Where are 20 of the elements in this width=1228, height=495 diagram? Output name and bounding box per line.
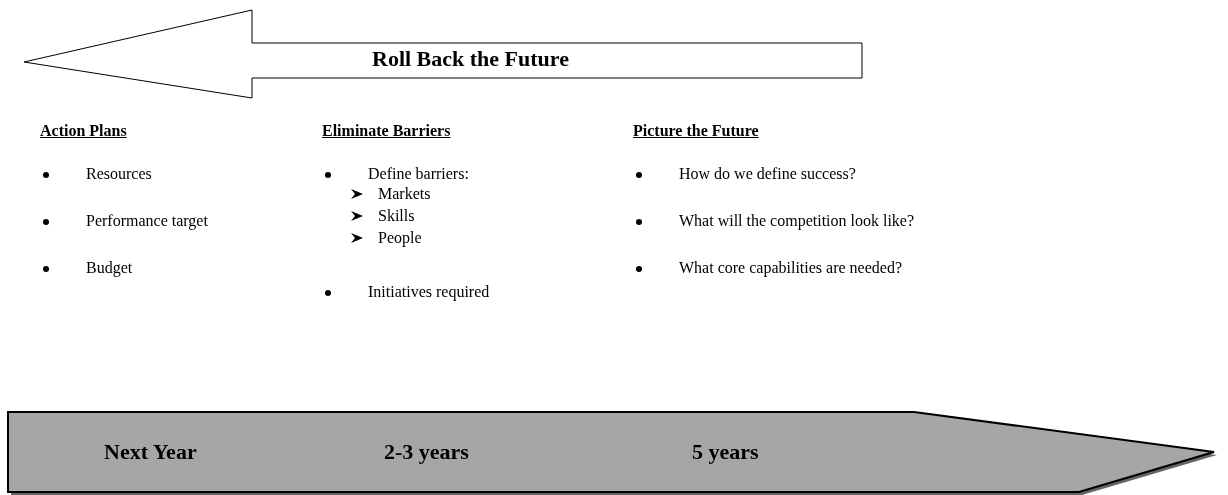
list-item: What will the competition look like? xyxy=(679,212,915,230)
arrow-label: 2-3 years xyxy=(384,439,469,465)
list-item: Markets xyxy=(378,185,431,203)
list-item: Performance target xyxy=(86,212,208,230)
list-item: Skills xyxy=(378,207,415,225)
column-heading: Eliminate Barriers xyxy=(322,122,451,140)
list-item: Resources xyxy=(86,165,152,183)
column-heading: Action Plans xyxy=(40,122,127,140)
list-item: What core capabilities are needed? xyxy=(679,259,902,277)
arrow-label: Roll Back the Future xyxy=(372,46,569,72)
list-item: Budget xyxy=(86,259,133,277)
list-item: How do we define success? xyxy=(679,165,856,183)
list-item: People xyxy=(378,229,422,247)
arrow-label: 5 years xyxy=(692,439,759,465)
list-item: Initiatives required xyxy=(368,283,490,301)
arrow-label: Next Year xyxy=(104,439,197,465)
arrow-shape xyxy=(22,8,864,100)
list-item: Define barriers: xyxy=(368,165,469,183)
arrow-shape xyxy=(4,408,1218,495)
column-heading: Picture the Future xyxy=(633,122,759,140)
